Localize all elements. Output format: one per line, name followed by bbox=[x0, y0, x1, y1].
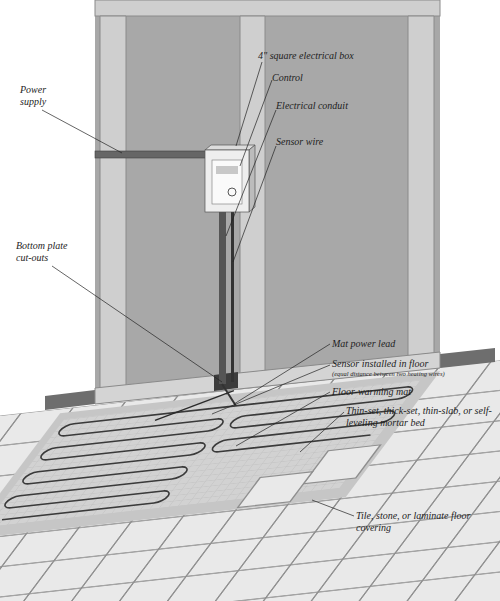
leader-lines bbox=[42, 62, 354, 516]
floor-warming-mat bbox=[0, 380, 420, 527]
callout-label: 4" square electrical box bbox=[258, 50, 408, 62]
leader-line bbox=[236, 62, 262, 146]
sensor-wire bbox=[231, 212, 234, 382]
box-side bbox=[249, 145, 255, 212]
leader-line bbox=[300, 412, 344, 452]
top-plate bbox=[95, 0, 440, 16]
wall-stud bbox=[408, 16, 434, 356]
wall-stud bbox=[100, 16, 126, 389]
leader-line bbox=[233, 146, 276, 262]
callout-label: (equal distance between two heating wire… bbox=[332, 370, 500, 377]
control-dial bbox=[228, 188, 236, 196]
leader-line bbox=[226, 110, 276, 236]
callout-label: Mat power lead bbox=[332, 338, 462, 350]
heating-wire bbox=[0, 406, 236, 521]
leader-line bbox=[234, 344, 330, 404]
leader-line bbox=[52, 266, 222, 382]
callout-label: Sensor wire bbox=[276, 136, 386, 148]
leader-line bbox=[42, 110, 122, 153]
callout-label: Electrical conduit bbox=[276, 100, 406, 112]
leader-line bbox=[212, 365, 330, 414]
baseboard bbox=[440, 348, 495, 368]
callout-label: Floor-warming mat bbox=[332, 386, 462, 398]
laid-tile bbox=[304, 445, 381, 484]
mat-power-lead bbox=[222, 384, 236, 406]
leader-line bbox=[312, 500, 354, 516]
power-supply-pipe bbox=[95, 151, 207, 158]
callout-label: Power supply bbox=[20, 84, 60, 107]
control-display bbox=[216, 166, 238, 174]
electrical-conduit bbox=[219, 212, 226, 384]
callout-label: Sensor installed in floor bbox=[332, 358, 497, 370]
callout-label: Thin-set, thick-set, thin-slab, or self-… bbox=[346, 405, 496, 428]
callout-label: Control bbox=[272, 72, 362, 84]
callout-label: Bottom plate cut-outs bbox=[16, 240, 82, 263]
baseboard bbox=[45, 390, 95, 410]
laid-tile bbox=[238, 472, 313, 508]
callout-label: Tile, stone, or laminate floor covering bbox=[356, 510, 491, 533]
control-plate bbox=[212, 160, 242, 204]
leader-line bbox=[240, 80, 272, 166]
